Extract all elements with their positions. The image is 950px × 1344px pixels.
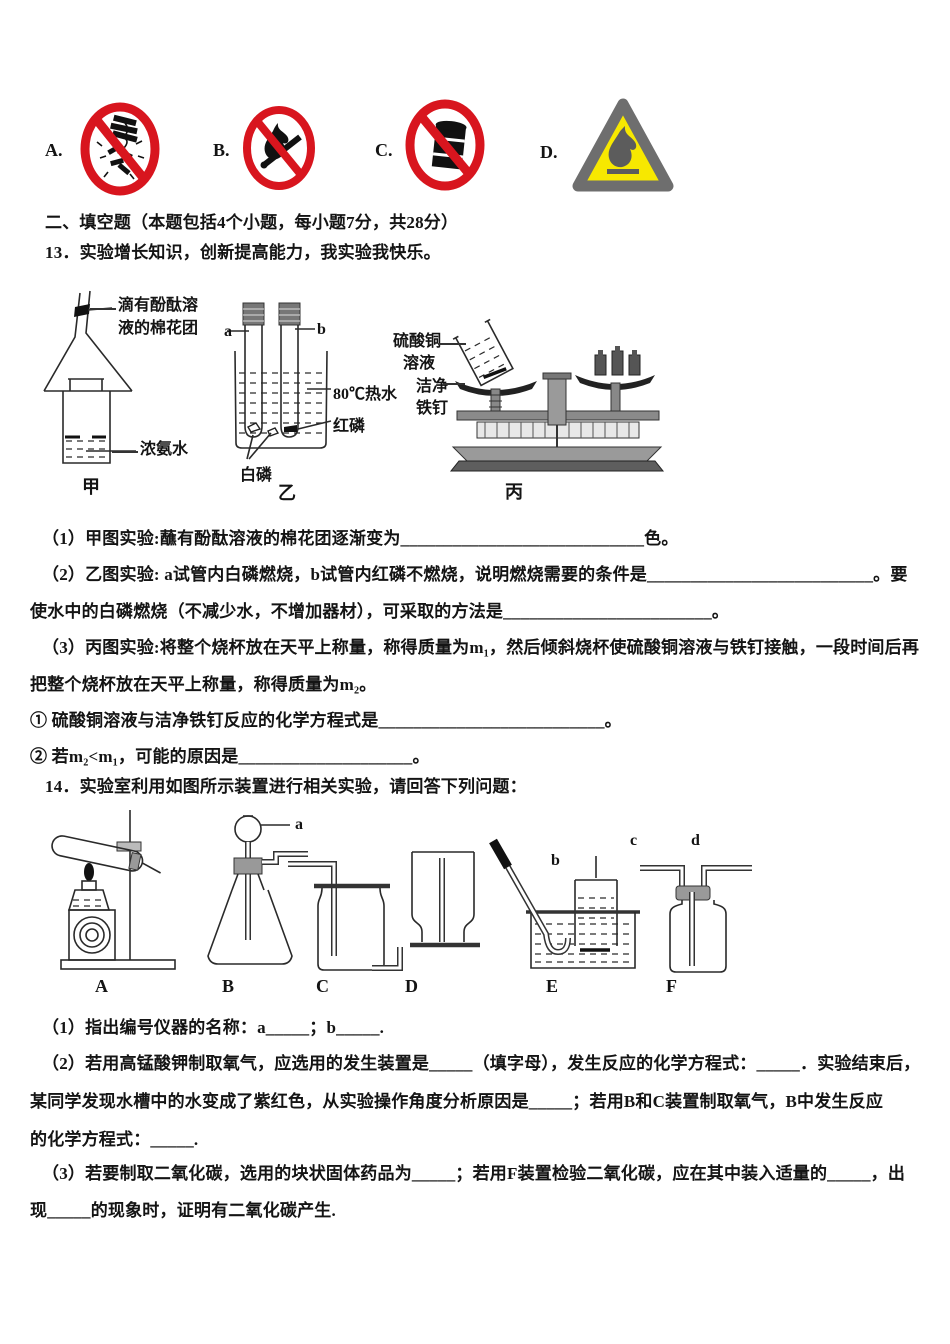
apparatus-f-d-label: d <box>691 832 700 849</box>
q13-part2-line2: 使水中的白磷燃烧（不减少水，不增加器材），可采取的方法是____________… <box>30 602 730 621</box>
q13-part2-line1: （2）乙图实验: a试管内白磷燃烧，b试管内红磷不燃烧，说明燃烧需要的条件是__… <box>42 565 908 584</box>
jia-cotton-label-line1: 滴有酚酞溶 <box>118 297 199 314</box>
option-b-label: B. <box>213 140 230 160</box>
q14-part2-line1: （2）若用高锰酸钾制取氧气，应选用的发生装置是_____（填字母），发生反应的化… <box>42 1054 921 1073</box>
apparatus-d-drawing <box>372 851 480 971</box>
bing-solution-leader <box>438 343 466 345</box>
apparatus-d-caption: D <box>405 976 418 996</box>
yi-caption: 乙 <box>278 483 296 503</box>
q13-part3-line2: 把整个烧杯放在天平上称量，称得质量为m₂。 <box>30 675 377 694</box>
apparatus-b-drawing <box>207 815 308 965</box>
jia-ammonia-label: 浓氨水 <box>140 441 189 458</box>
q14-figure: a b <box>40 806 752 1006</box>
q14-part2-line3: 的化学方程式：_____. <box>30 1130 199 1149</box>
yi-red-phosphorus-label: 红磷 <box>333 418 366 435</box>
no-open-flame-icon <box>243 106 315 190</box>
bing-solution-label-line1: 硫酸铜 <box>393 333 442 350</box>
bing-apparatus-drawing <box>449 318 665 472</box>
apparatus-e-drawing <box>489 838 640 969</box>
apparatus-e-caption: E <box>546 976 559 996</box>
flammable-warning-icon <box>572 98 674 192</box>
q14-part3-line2: 现_____的现象时，证明有二氧化碳产生. <box>30 1201 336 1220</box>
apparatus-a-drawing <box>51 810 176 970</box>
q14-part2-line2: 某同学发现水槽中的水变成了紫红色，从实验操作角度分析原因是_____；若用B和C… <box>30 1092 884 1111</box>
q14-part3-line1: （3）若要制取二氧化碳，选用的块状固体药品为_____；若用F装置检验二氧化碳，… <box>42 1164 906 1183</box>
apparatus-f-c-label: c <box>630 832 638 849</box>
option-a-label: A. <box>45 140 63 160</box>
jia-cotton-leader <box>90 308 116 310</box>
jia-apparatus-drawing <box>43 290 136 464</box>
apparatus-e-b-label: b <box>551 852 560 869</box>
apparatus-b-a-label: a <box>295 816 303 833</box>
yi-water-label: 80℃热水 <box>333 386 398 403</box>
yi-white-phosphorus-label: 白磷 <box>240 467 273 484</box>
jia-caption: 甲 <box>82 477 100 497</box>
q14-part1-line: （1）指出编号仪器的名称：a_____；b_____. <box>42 1018 385 1037</box>
apparatus-c-drawing <box>288 861 390 971</box>
apparatus-f-drawing <box>640 865 752 973</box>
no-fireworks-icon <box>80 102 160 196</box>
jia-cotton-label-line2: 液的棉花团 <box>118 320 199 337</box>
q13-part3-sub1: ① 硫酸铜溶液与洁净铁钉反应的化学方程式是___________________… <box>30 711 622 730</box>
apparatus-f-caption: F <box>666 976 677 996</box>
q14-stem: 14．实验室利用如图所示装置进行相关实验，请回答下列问题： <box>45 777 527 796</box>
bing-nail-leader <box>443 383 465 385</box>
no-flammable-storage-icon <box>405 99 485 191</box>
yi-tube-a-label: a <box>224 323 232 340</box>
bing-caption: 丙 <box>505 482 523 502</box>
q13-figure: 滴有酚酞溶 液的棉花团 浓氨水 甲 <box>40 283 700 503</box>
yi-apparatus-drawing <box>227 302 332 460</box>
jia-ammonia-leader <box>112 451 138 453</box>
apparatus-c-caption: C <box>316 976 329 996</box>
bing-solution-label-line2: 溶液 <box>403 355 436 372</box>
yi-tube-b-label: b <box>317 321 326 338</box>
q13-part3-sub2: ② 若m₂<m₁，可能的原因是____________________。 <box>30 747 430 766</box>
section2-header: 二、填空题（本题包括4个小题，每小题7分，共28分） <box>45 213 459 232</box>
q13-part1-line: （1）甲图实验:蘸有酚酞溶液的棉花团逐渐变为__________________… <box>42 529 679 548</box>
apparatus-b-caption: B <box>222 976 235 996</box>
bing-nail-label-line2: 铁钉 <box>416 400 449 417</box>
option-c-label: C. <box>375 140 393 160</box>
q13-part3-line1: （3）丙图实验:将整个烧杯放在天平上称量，称得质量为m₁，然后倾斜烧杯使硫酸铜溶… <box>42 638 920 657</box>
option-d-label: D. <box>540 142 558 162</box>
apparatus-a-caption: A <box>95 976 108 996</box>
q13-stem: 13．实验增长知识，创新提高能力，我实验我快乐。 <box>45 243 441 262</box>
bing-nail-label-line1: 洁净 <box>416 378 449 395</box>
